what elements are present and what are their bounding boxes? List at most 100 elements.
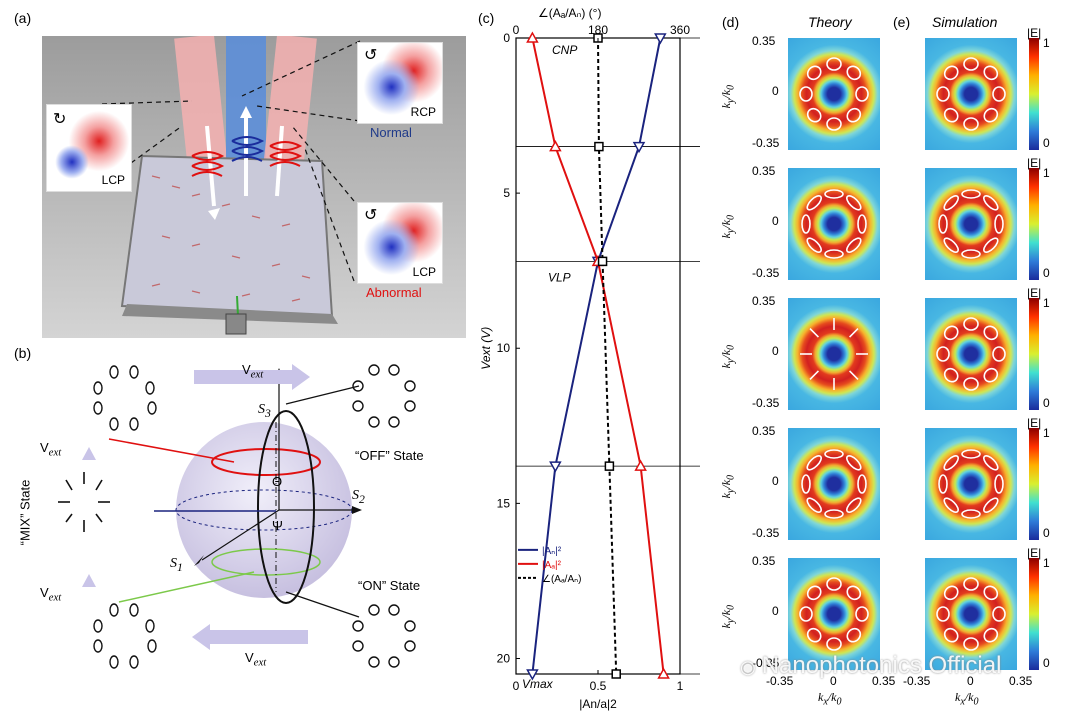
colorbar-label: |E| <box>1027 156 1042 170</box>
map-ylabel: ky/k0 <box>719 604 737 629</box>
y-tick-label: 0 <box>503 31 510 45</box>
simulation-colorbar-2 <box>1029 168 1039 280</box>
simulation-field-map-5 <box>925 558 1017 670</box>
circular-arrow-icon: ↻ <box>53 111 67 128</box>
simulation-colorbar-4 <box>1029 428 1039 540</box>
vlp-annotation: VLP <box>548 270 571 284</box>
map-ytick: 0 <box>772 214 779 228</box>
x-tick-label: 0.5 <box>590 679 607 693</box>
theory-field-map-3 <box>788 298 880 410</box>
x-tick-label: 0 <box>513 679 520 693</box>
map-ylabel: ky/k0 <box>719 344 737 369</box>
legend-label: |Aₙ|² <box>542 546 562 557</box>
off-state-label: “OFF” State <box>355 448 424 463</box>
theta-label: Θ <box>272 474 283 489</box>
series-marker-2 <box>597 256 608 267</box>
panel-label-e: (e) <box>893 14 911 30</box>
normal-label: Normal <box>370 125 412 140</box>
polarization-cluster-top-left <box>93 365 157 431</box>
series-marker-2 <box>611 669 621 679</box>
simulation-colorbar-1 <box>1029 38 1039 150</box>
series-marker-0 <box>549 461 562 473</box>
legend-label: ∠(Aₐ/Aₙ) <box>542 574 581 585</box>
colorbar-max: 1 <box>1043 556 1050 570</box>
map-ylabel: ky/k0 <box>719 214 737 239</box>
device-drawing <box>101 34 361 335</box>
simulation-field-map-1 <box>925 38 1017 150</box>
circular-arrow-icon: ↺ <box>364 207 378 224</box>
map-xtick: 0.35 <box>1009 674 1033 688</box>
panel-label-d: (d) <box>722 14 740 30</box>
cnp-annotation: CNP <box>552 43 577 57</box>
vext-label-left-top: Vext <box>40 440 62 459</box>
map-ytick: -0.35 <box>752 266 780 280</box>
map-ytick: 0.35 <box>752 554 776 568</box>
theory-field-map-2 <box>788 168 880 280</box>
series-marker-2 <box>604 461 615 471</box>
s3-axis-label: S3 <box>258 402 271 420</box>
x-tick-label: 1 <box>677 679 684 693</box>
series-marker-2 <box>594 141 604 152</box>
map-ytick: 0.35 <box>752 424 776 438</box>
lcp-label-bottom: LCP <box>412 265 436 279</box>
series-marker-1 <box>549 140 562 152</box>
rcp-label: RCP <box>410 105 436 119</box>
series-marker-1 <box>657 667 670 679</box>
colorbar-min: 0 <box>1043 656 1050 670</box>
series-marker-0 <box>654 33 667 45</box>
series-marker-1 <box>634 459 647 471</box>
vext-label-bottom: Vext <box>245 650 267 669</box>
map-xtick: 0.35 <box>872 674 896 688</box>
polarization-cluster-mix <box>58 472 110 532</box>
simulation-colorbar-5 <box>1029 558 1039 670</box>
top-tick-label: 0 <box>513 23 520 37</box>
series-marker-0 <box>632 141 646 154</box>
map-ytick: -0.35 <box>752 526 780 540</box>
colorbar-max: 1 <box>1043 296 1050 310</box>
panel-label-c: (c) <box>478 10 495 26</box>
colorbar-min: 0 <box>1043 396 1050 410</box>
map-ylabel: ky/k0 <box>719 84 737 109</box>
top-tick-label: 360 <box>670 23 690 37</box>
series-line-2 <box>597 37 618 675</box>
chart-top-axis-label: ∠(Aₐ/Aₙ) (°) <box>538 6 602 20</box>
map-ytick: -0.35 <box>752 136 780 150</box>
map-xtick: 0 <box>967 674 974 688</box>
poincare-sphere-diagram <box>58 364 416 669</box>
map-ytick: -0.35 <box>752 656 780 670</box>
rcp-inset: RCP ↺ <box>357 42 443 124</box>
s1-axis-label: S1 <box>170 556 183 574</box>
simulation-colorbar-3 <box>1029 298 1039 410</box>
colorbar-min: 0 <box>1043 266 1050 280</box>
map-xlabel: kx/k0 <box>818 690 842 708</box>
lcp-label-top: LCP <box>101 173 125 187</box>
watermark: ◉Nanophotonics Official <box>740 652 1002 679</box>
polarization-cluster-top-right <box>352 364 416 428</box>
colorbar-label: |E| <box>1027 546 1042 560</box>
map-ytick: 0 <box>772 84 779 98</box>
simulation-title: Simulation <box>932 14 998 30</box>
colorbar-min: 0 <box>1043 526 1050 540</box>
top-tick-label: 180 <box>588 23 608 37</box>
y-tick-label: 10 <box>497 341 511 355</box>
series-marker-0 <box>526 669 539 681</box>
map-ytick: -0.35 <box>752 396 780 410</box>
x-axis-label: |An/a|2 <box>579 697 617 711</box>
theory-field-map-4 <box>788 428 880 540</box>
map-ytick: 0.35 <box>752 294 776 308</box>
vext-label-left-bottom: Vext <box>40 585 62 604</box>
map-ytick: 0 <box>772 344 779 358</box>
lcp-inset-bottom: LCP ↺ <box>357 202 443 284</box>
theory-title: Theory <box>808 14 852 30</box>
wechat-icon: ◉ <box>740 657 756 677</box>
legend-label: |Aₐ|² <box>542 560 562 571</box>
theory-field-map-1 <box>788 38 880 150</box>
y-tick-label: 15 <box>497 496 511 510</box>
map-ytick: 0 <box>772 474 779 488</box>
map-ytick: 0.35 <box>752 34 776 48</box>
map-ytick: 0.35 <box>752 164 776 178</box>
map-ylabel: ky/k0 <box>719 474 737 499</box>
polarization-cluster-bottom-right <box>352 604 416 668</box>
map-xtick: -0.35 <box>766 674 794 688</box>
